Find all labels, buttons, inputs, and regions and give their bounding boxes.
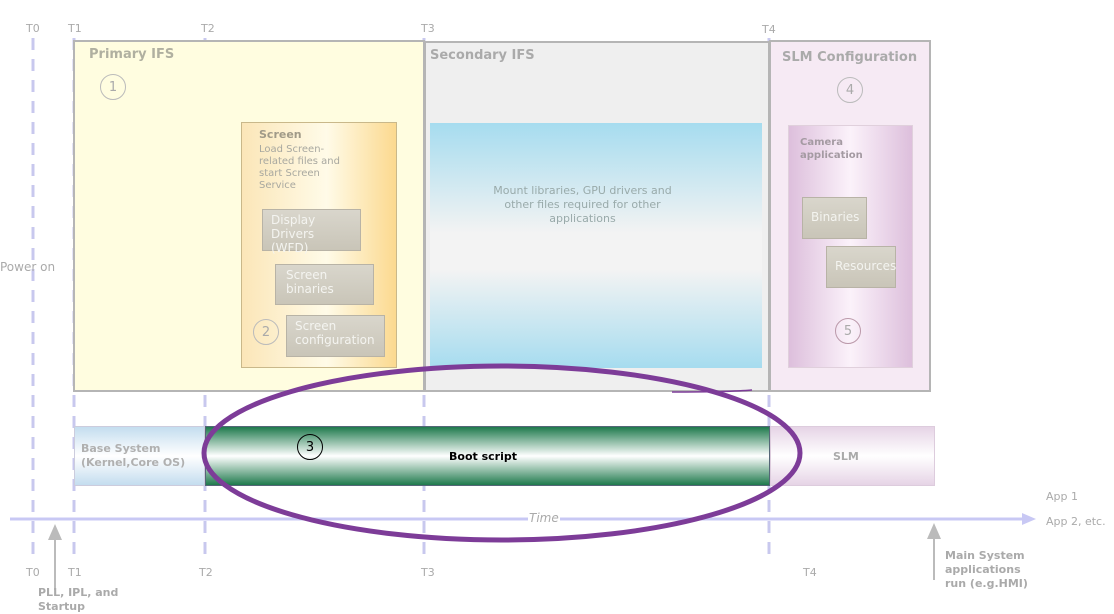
t4-bottom: T4 (803, 566, 817, 579)
t1-top: T1 (68, 22, 82, 35)
startup-arrow-head (48, 524, 62, 540)
step-1-badge: 1 (100, 74, 126, 100)
camera-title: Camera application (800, 137, 863, 161)
secondary-ifs-content: Mount libraries, GPU drivers and other f… (430, 123, 762, 368)
secondary-ifs-title: Secondary IFS (430, 48, 535, 63)
t2-bottom: T2 (199, 566, 213, 579)
t3-top: T3 (421, 22, 435, 35)
boot-script-bar: Boot script (205, 426, 770, 486)
app2-label: App 2, etc. (1046, 515, 1106, 528)
step-2-badge: 2 (253, 319, 279, 345)
base-system-label: Base System (Kernel,Core OS) (81, 442, 186, 469)
step-3-badge: 3 (297, 434, 323, 460)
base-system-bar: Base System (Kernel,Core OS) (74, 426, 205, 486)
main-arrow-head (927, 523, 941, 539)
slm-config-title: SLM Configuration (782, 50, 918, 65)
t4-top: T4 (762, 23, 776, 36)
power-on-label: Power on (0, 260, 56, 274)
t2-top: T2 (201, 22, 215, 35)
screen-desc: Load Screen-related files and start Scre… (259, 144, 340, 191)
camera-resources-box: Resources (826, 246, 896, 288)
screen-title: Screen (259, 128, 302, 141)
t0-bottom: T0 (26, 566, 40, 579)
display-drivers-box: Display Drivers (WFD) (262, 209, 361, 255)
app1-label: App 1 (1046, 490, 1078, 503)
step-5-badge: 5 (835, 318, 861, 344)
t0-top: T0 (26, 22, 40, 35)
boot-script-label: Boot script (449, 450, 517, 463)
t1-bottom: T1 (68, 566, 82, 579)
step-4-badge: 4 (837, 77, 863, 103)
main-apps-annotation: Main System applications run (e.g.HMI) (945, 549, 1028, 590)
screen-configuration-box: Screen configuration (286, 315, 385, 357)
t3-bottom: T3 (421, 566, 435, 579)
slm-label: SLM (833, 450, 859, 463)
time-axis-arrow (1022, 513, 1036, 525)
time-axis-label: Time (528, 511, 560, 525)
primary-ifs-title: Primary IFS (89, 47, 175, 62)
startup-annotation: PLL, IPL, and Startup (38, 586, 119, 613)
highlight-ellipse (201, 363, 803, 543)
camera-binaries-box: Binaries (802, 197, 867, 239)
highlight-callout-line (671, 389, 753, 393)
screen-binaries-box: Screen binaries (275, 264, 374, 305)
secondary-ifs-desc: Mount libraries, GPU drivers and other f… (493, 184, 672, 225)
